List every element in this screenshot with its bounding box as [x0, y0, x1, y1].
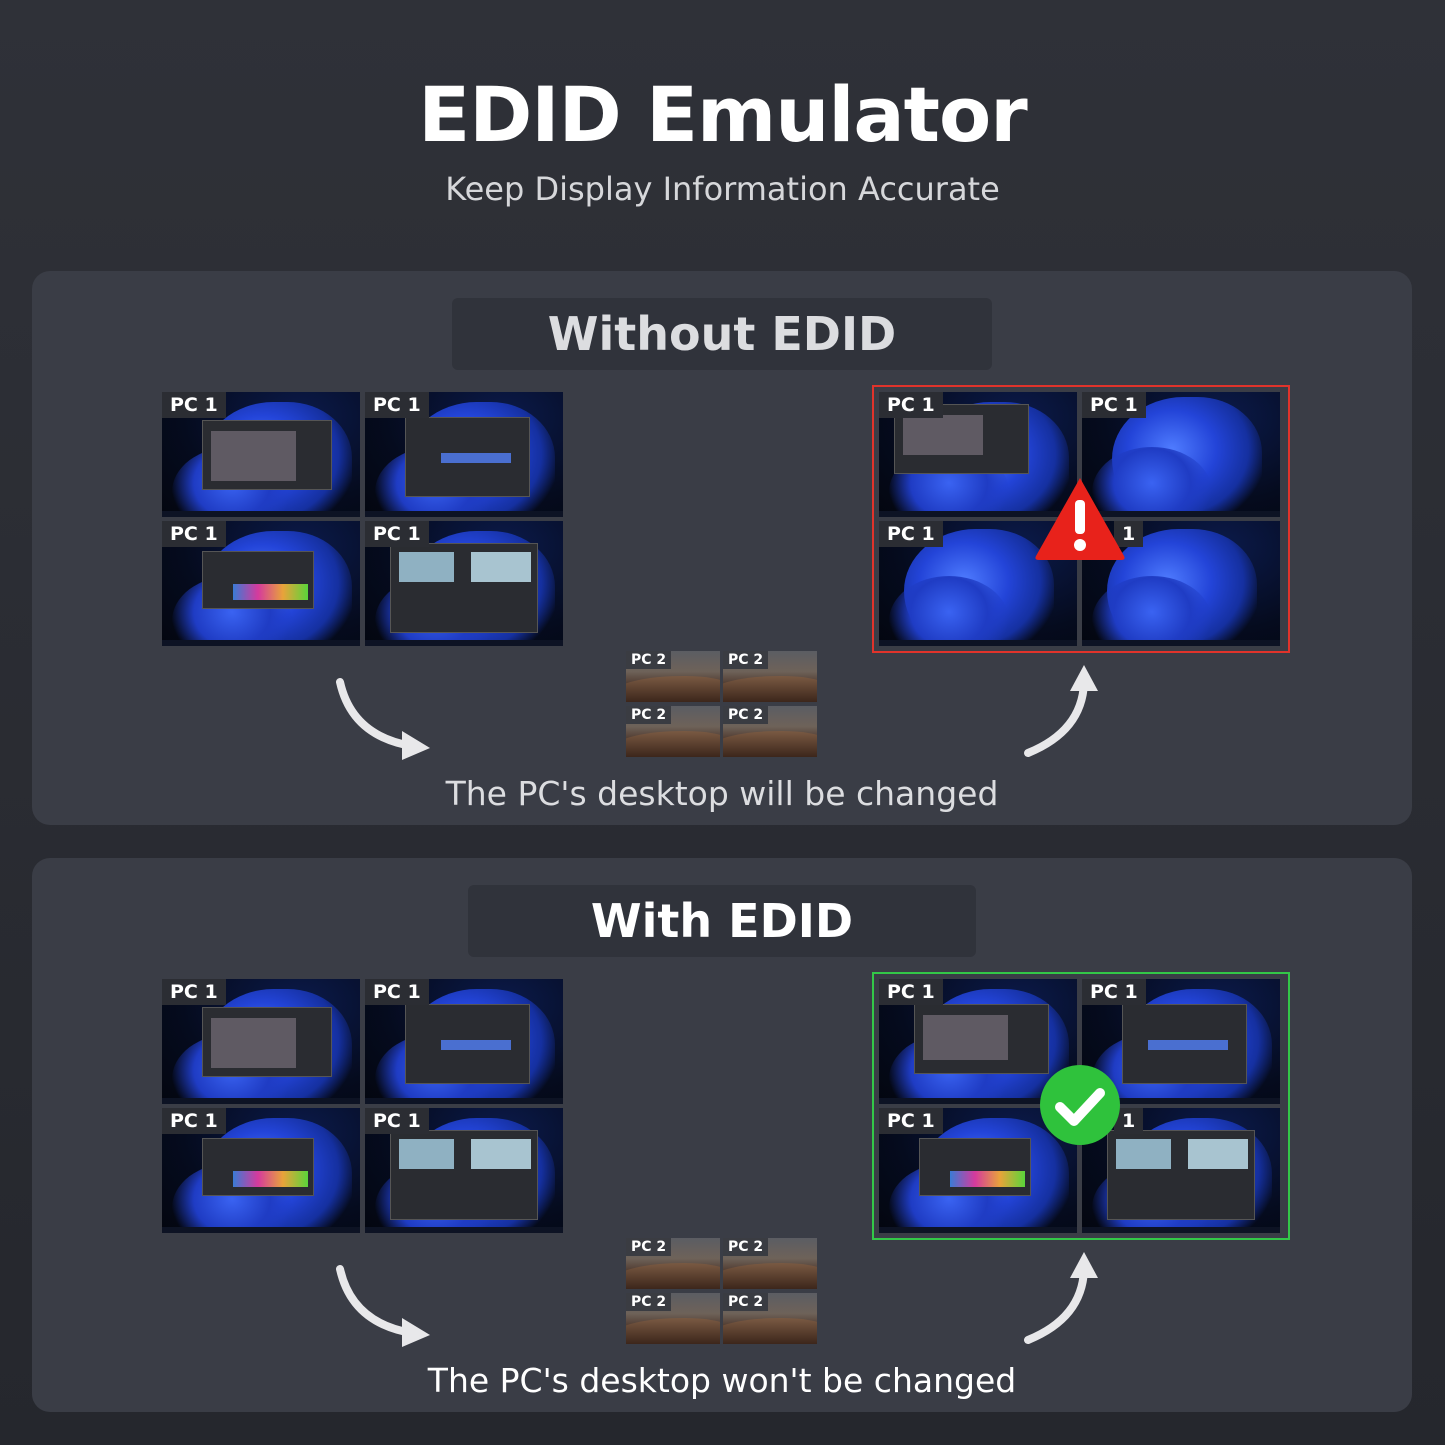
curved-arrow-up-icon — [1024, 665, 1098, 757]
screen-label: PC 1 — [879, 521, 943, 547]
panel-caption: The PC's desktop won't be changed — [427, 1361, 1017, 1400]
screen-label: PC 1 — [365, 1108, 429, 1134]
result-frame — [872, 385, 1290, 653]
curved-arrow-right-icon — [336, 1265, 430, 1347]
panel-caption: The PC's desktop will be changed — [445, 774, 999, 813]
result-frame — [872, 972, 1290, 1240]
screen-label: 1 — [1114, 521, 1144, 547]
screen-label: PC 2 — [626, 1293, 672, 1311]
desktop-screen: PC 1 — [365, 392, 563, 517]
screen-label: PC 1 — [162, 979, 226, 1005]
other-desktop-screen: PC 2 — [626, 1238, 720, 1289]
page-subtitle: Keep Display Information Accurate — [445, 170, 1000, 208]
curved-arrow-right-icon — [336, 678, 430, 760]
screen-label: PC 2 — [626, 651, 672, 669]
screen-label: PC 2 — [723, 1238, 769, 1256]
page-title: EDID Emulator — [418, 70, 1027, 159]
screen-label: PC 2 — [723, 706, 769, 724]
desktop-screen: 1 — [1082, 521, 1280, 646]
screen-label: PC 2 — [723, 1293, 769, 1311]
desktop-screen: 1 — [1082, 1108, 1280, 1233]
screen-label: PC 2 — [626, 706, 672, 724]
desktop-screen: PC 1 — [162, 1108, 360, 1233]
desktop-screen: PC 1 — [879, 392, 1077, 517]
screen-label: PC 1 — [1082, 392, 1146, 418]
other-desktop-screen: PC 2 — [723, 706, 817, 757]
warning-icon — [1035, 478, 1125, 560]
desktop-screen: PC 1 — [879, 521, 1077, 646]
curved-arrow-up-icon — [1024, 1252, 1098, 1344]
screen-label: PC 1 — [879, 979, 943, 1005]
screen-label: PC 1 — [162, 1108, 226, 1134]
check-icon — [1040, 1065, 1120, 1145]
desktop-screen: PC 1 — [1082, 392, 1280, 517]
screen-label: PC 1 — [162, 521, 226, 547]
other-desktop-screen: PC 2 — [723, 651, 817, 702]
other-desktop-screen: PC 2 — [626, 651, 720, 702]
screen-label: PC 1 — [365, 392, 429, 418]
other-desktop-screen: PC 2 — [626, 706, 720, 757]
screen-label: PC 1 — [162, 392, 226, 418]
panel-heading: Without EDID — [452, 298, 992, 370]
screen-label: PC 1 — [365, 979, 429, 1005]
screen-label: PC 1 — [879, 392, 943, 418]
other-desktop-screen: PC 2 — [626, 1293, 720, 1344]
desktop-screen: PC 1 — [879, 979, 1077, 1104]
desktop-screen: PC 1 — [365, 1108, 563, 1233]
screen-label: PC 2 — [723, 651, 769, 669]
screen-label: PC 2 — [626, 1238, 672, 1256]
panel-heading: With EDID — [468, 885, 976, 957]
desktop-screen: PC 1 — [162, 392, 360, 517]
screen-label: PC 1 — [879, 1108, 943, 1134]
desktop-screen: PC 1 — [162, 979, 360, 1104]
panel-with-edid: With EDID PC 1 PC 1 PC 1 PC 1 PC 2 — [32, 858, 1412, 1412]
panel-without-edid: Without EDID PC 1 PC 1 PC 1 PC 1 — [32, 271, 1412, 825]
desktop-screen: PC 1 — [162, 521, 360, 646]
desktop-screen: PC 1 — [879, 1108, 1077, 1233]
screen-label: PC 1 — [365, 521, 429, 547]
desktop-screen: PC 1 — [365, 979, 563, 1104]
other-desktop-screen: PC 2 — [723, 1293, 817, 1344]
other-desktop-screen: PC 2 — [723, 1238, 817, 1289]
screen-label: PC 1 — [1082, 979, 1146, 1005]
desktop-screen: PC 1 — [365, 521, 563, 646]
